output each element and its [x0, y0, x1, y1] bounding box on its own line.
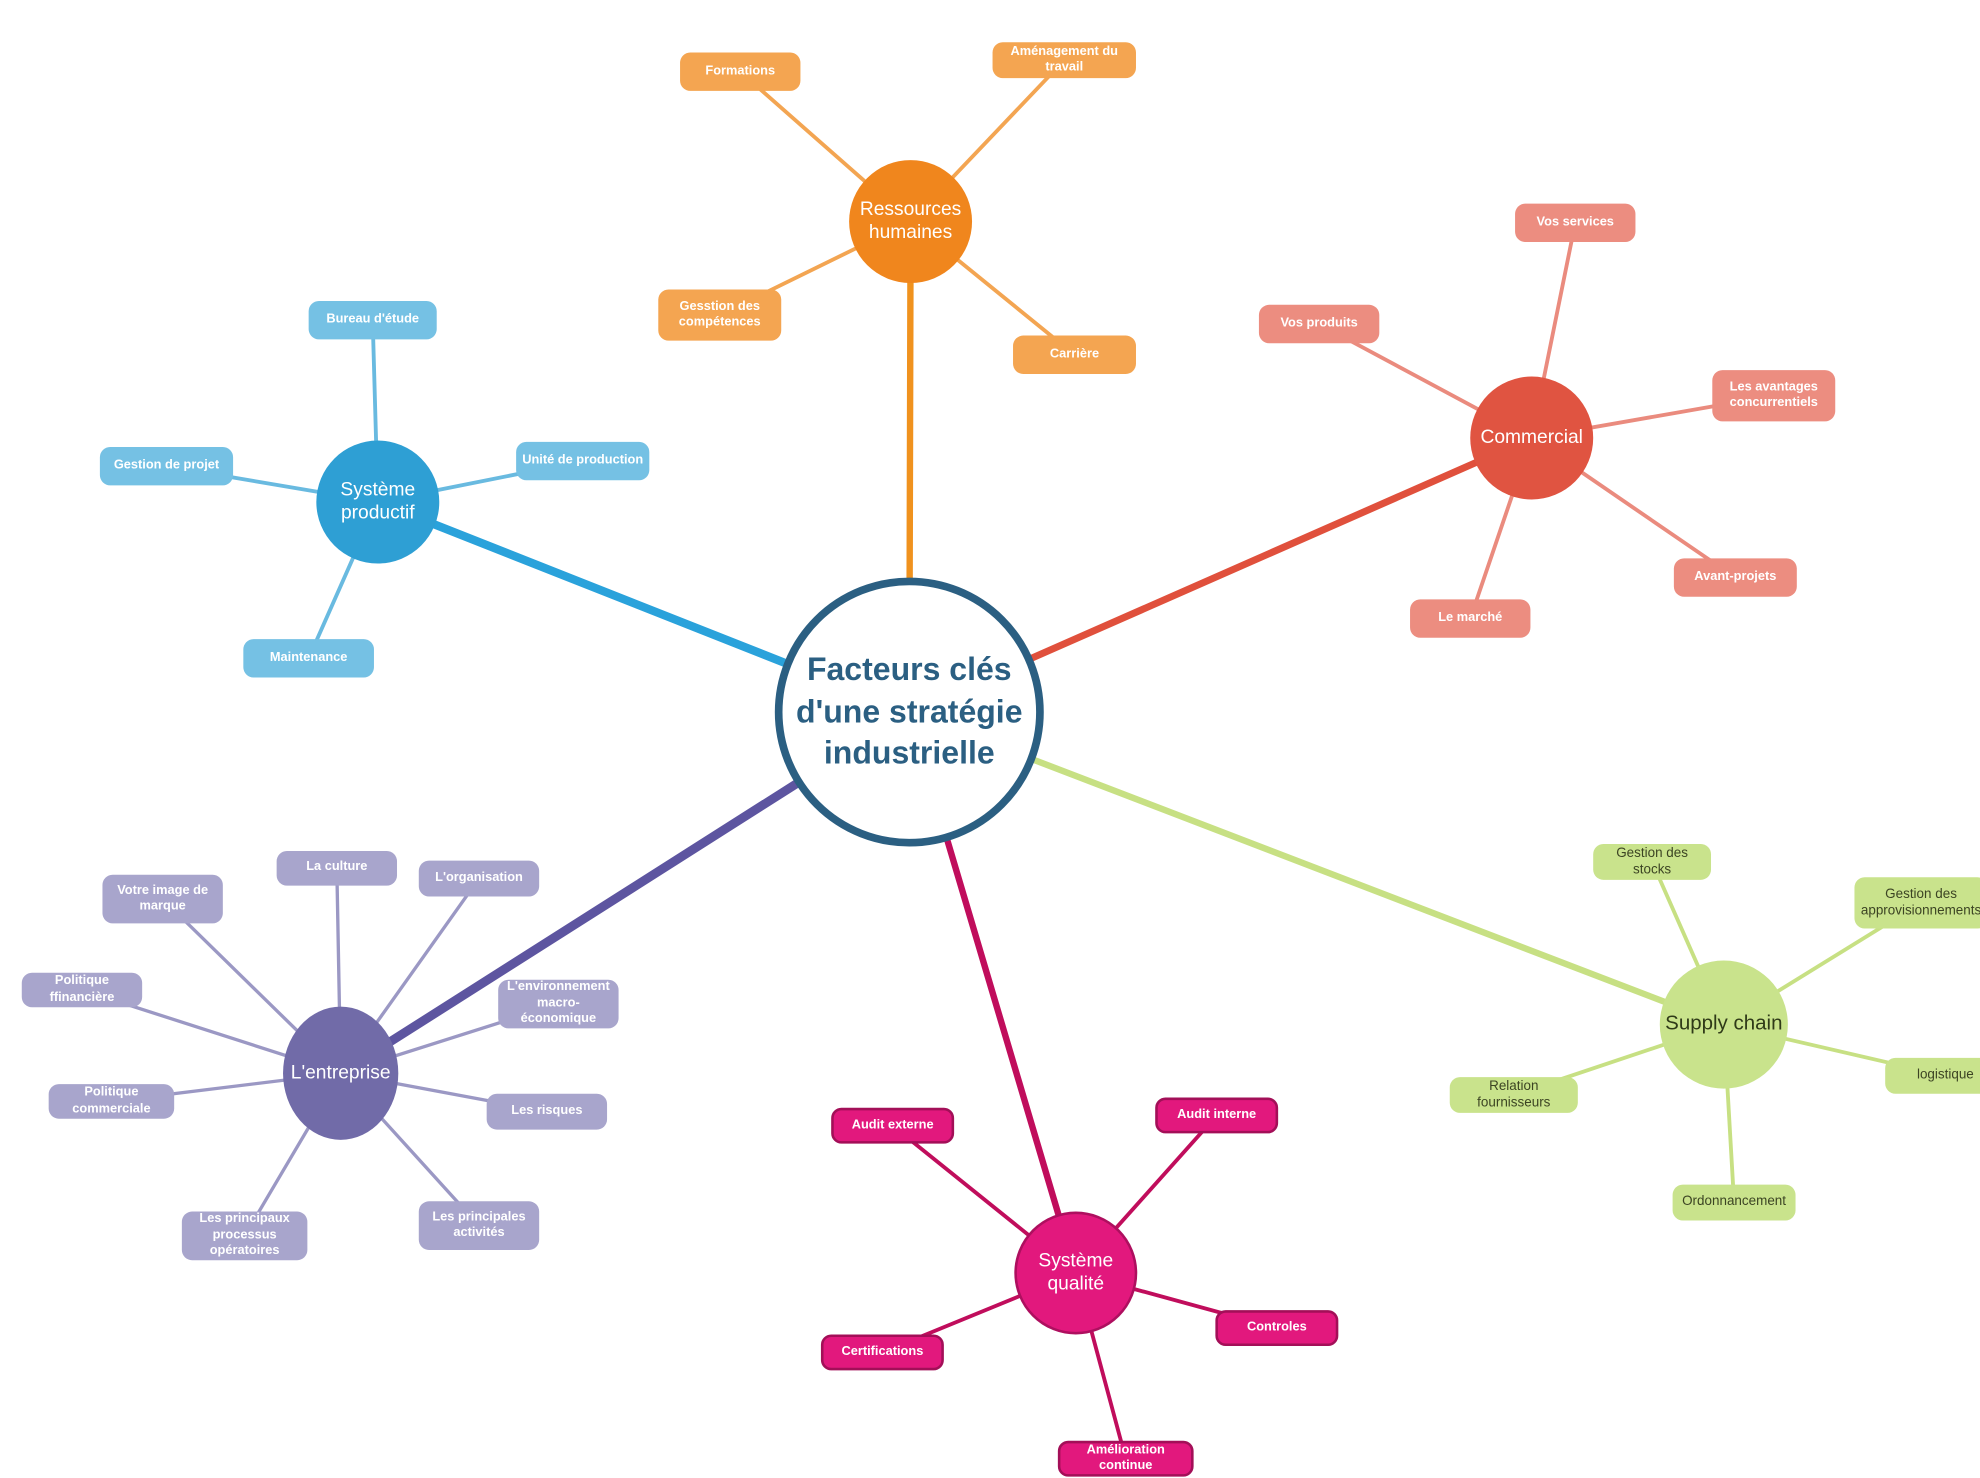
link-center-supply-chain — [906, 708, 1728, 1028]
leaf-certifications[interactable]: Certifications — [820, 1334, 944, 1371]
leaf-la-culture[interactable]: La culture — [276, 851, 398, 886]
leaf-logistique[interactable]: logistique — [1885, 1057, 1980, 1094]
leaf-bureau-d-etude[interactable]: Bureau d'étude — [308, 300, 437, 340]
hub-commercial[interactable]: Commercial — [1470, 376, 1594, 500]
leaf-l-organisation[interactable]: L'organisation — [418, 860, 540, 897]
leaf-gestion-de-projet[interactable]: Gestion de projet — [99, 446, 234, 486]
leaf-formations[interactable]: Formations — [680, 52, 801, 91]
leaf-unite-de-production[interactable]: Unité de production — [516, 441, 650, 481]
leaf-amenagement-du-travail[interactable]: Aménagement du travail — [992, 42, 1136, 79]
leaf-audit-interne[interactable]: Audit interne — [1155, 1097, 1279, 1134]
leaf-relation-fournisseurs[interactable]: Relation fournisseurs — [1449, 1077, 1578, 1113]
hub-systeme-productif[interactable]: Système productif — [316, 440, 440, 564]
leaf-les-avantages-concurrentiels[interactable]: Les avantages concurrentiels — [1712, 370, 1836, 422]
leaf-l-environnement-macro-economique[interactable]: L'environnement macro-économique — [498, 979, 619, 1029]
leaf-les-principales-activites[interactable]: Les principales activités — [418, 1201, 540, 1250]
leaf-gestion-des-approvisionnements[interactable]: Gestion des approvisionnements — [1854, 877, 1980, 929]
leaf-ordonnancement[interactable]: Ordonnancement — [1672, 1184, 1796, 1221]
leaf-audit-externe[interactable]: Audit externe — [831, 1107, 955, 1144]
central-topic[interactable]: Facteurs clés d'une stratégie industriel… — [774, 577, 1044, 847]
leaf-votre-image-de-marque[interactable]: Votre image de marque — [102, 874, 223, 924]
leaf-maintenance[interactable]: Maintenance — [243, 639, 374, 678]
leaf-carriere[interactable]: Carrière — [1013, 335, 1136, 374]
leaf-les-principaux-processus-operatoires[interactable]: Les principaux processus opératoires — [181, 1211, 308, 1261]
leaf-le-marche[interactable]: Le marché — [1410, 599, 1531, 638]
leaf-avant-projets[interactable]: Avant-projets — [1673, 558, 1797, 597]
leaf-amelioration-continue[interactable]: Amélioration continue — [1057, 1440, 1194, 1477]
leaf-politique-ffinanciere[interactable]: Politique ffinancière — [21, 972, 143, 1008]
hub-supply-chain[interactable]: Supply chain — [1659, 960, 1788, 1089]
leaf-vos-produits[interactable]: Vos produits — [1258, 304, 1380, 344]
leaf-politique-commerciale[interactable]: Politique commerciale — [48, 1084, 175, 1119]
leaf-vos-services[interactable]: Vos services — [1515, 203, 1636, 243]
hub-systeme-qualite[interactable]: Système qualité — [1014, 1211, 1138, 1335]
leaf-controles[interactable]: Controles — [1215, 1310, 1339, 1347]
leaf-gesstion-des-competences[interactable]: Gesstion des compétences — [658, 289, 782, 341]
hub-l-entreprise[interactable]: L'entreprise — [283, 1006, 399, 1140]
hub-ressources-humaines[interactable]: Ressources humaines — [849, 160, 973, 284]
leaf-gestion-des-stocks[interactable]: Gestion des stocks — [1593, 843, 1712, 880]
leaf-les-risques[interactable]: Les risques — [486, 1093, 608, 1130]
